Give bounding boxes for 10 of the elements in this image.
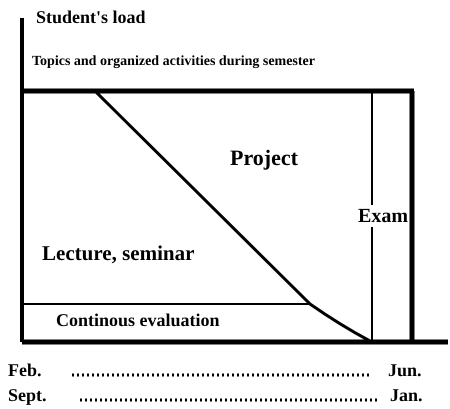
region-label: Continous evaluation [56, 311, 220, 331]
month-label: Feb. [8, 361, 42, 381]
region-label: Exam [358, 205, 408, 227]
region-label: Project [230, 146, 298, 170]
month-label: Sept. [8, 386, 47, 406]
region-label: Lecture, seminar [42, 242, 194, 266]
month-label: Jun. [388, 361, 422, 381]
axis-title: Student's load [36, 8, 146, 28]
month-label: Jan. [390, 386, 423, 406]
axis-subtitle: Topics and organized activities during semester [32, 54, 315, 70]
